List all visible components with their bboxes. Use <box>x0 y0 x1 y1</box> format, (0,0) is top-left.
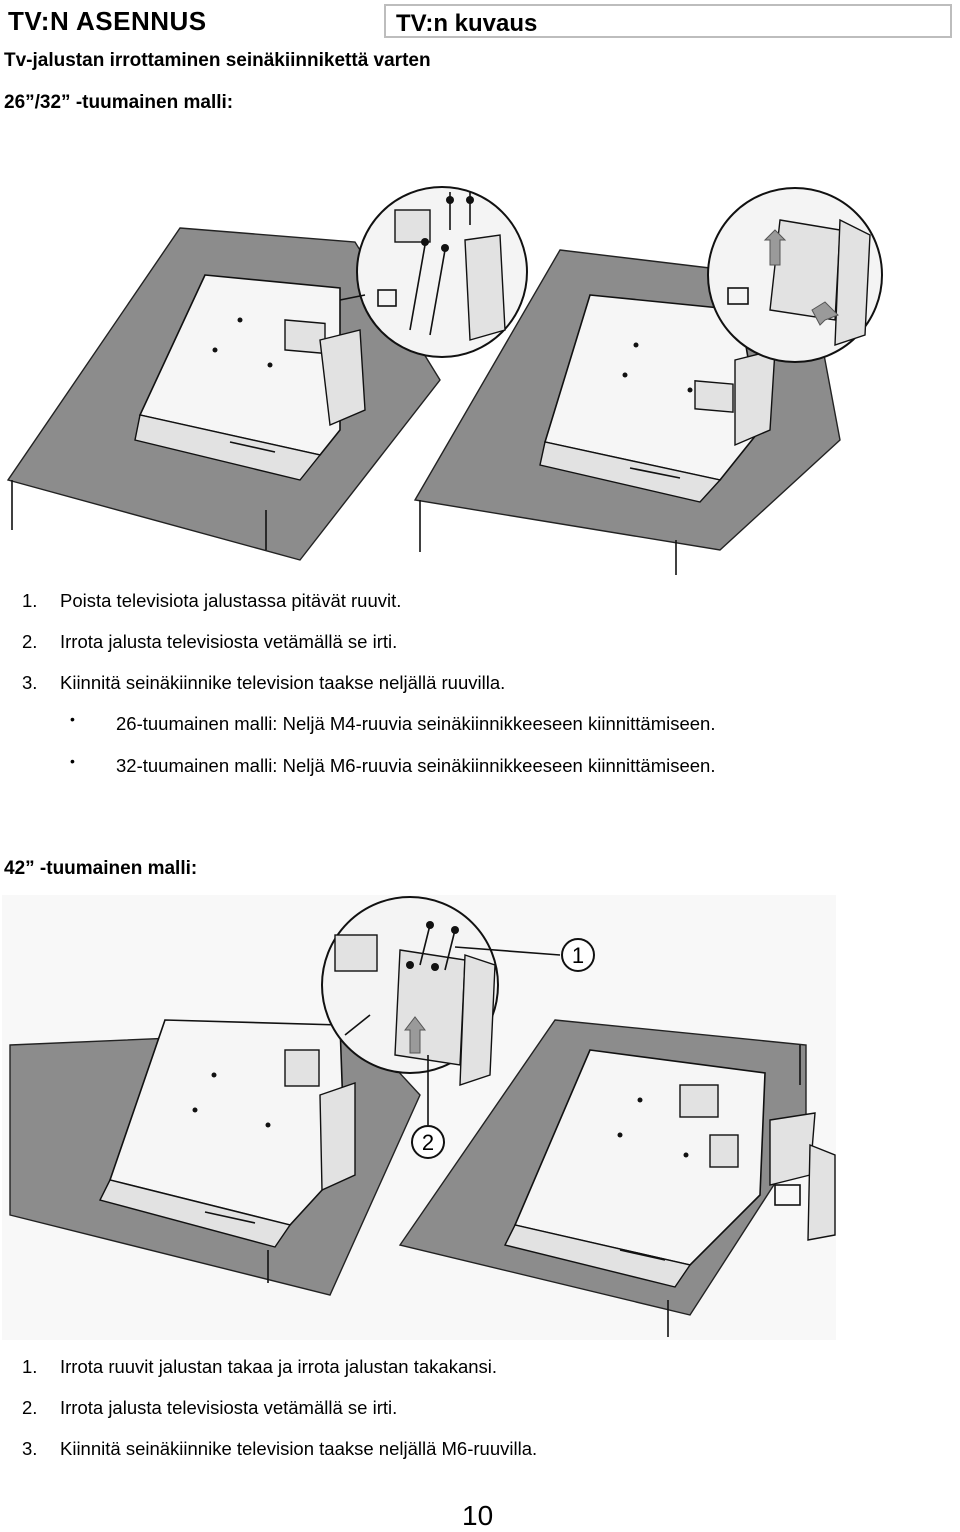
illustration-26-32-stand-removal <box>6 186 883 575</box>
section-header-box: TV:n kuvaus <box>384 4 952 38</box>
page-number: 10 <box>462 1500 494 1531</box>
left-detail-circle <box>356 186 528 358</box>
callout-1-label: 1 <box>572 943 584 968</box>
bullet-dot-icon: • <box>70 711 75 727</box>
model-42-heading: 42” -tuumainen malli: <box>4 858 198 879</box>
right-detail-circle <box>707 187 883 363</box>
callout-1: 1 <box>454 938 595 972</box>
chapter-title: TV:N ASENNUS <box>8 6 207 36</box>
model-26-32-heading: 26”/32” -tuumainen malli: <box>4 92 234 113</box>
illustration-42-stand-removal: 1 2 <box>2 895 836 1340</box>
right-tv-on-table <box>398 1019 807 1337</box>
left-tv-on-table <box>9 1019 421 1296</box>
left-tv-on-table <box>6 227 441 561</box>
page-header: TV:N ASENNUS TV:n kuvaus <box>0 2 956 40</box>
bullet-dot-icon: • <box>70 753 75 769</box>
callout-2: 2 <box>411 1055 445 1159</box>
section-title: Tv-jalustan irrottaminen seinäkiinnikett… <box>4 50 431 71</box>
detached-stand <box>769 1112 836 1241</box>
detail-circle-42 <box>321 896 499 1086</box>
callout-2-label: 2 <box>422 1130 434 1155</box>
